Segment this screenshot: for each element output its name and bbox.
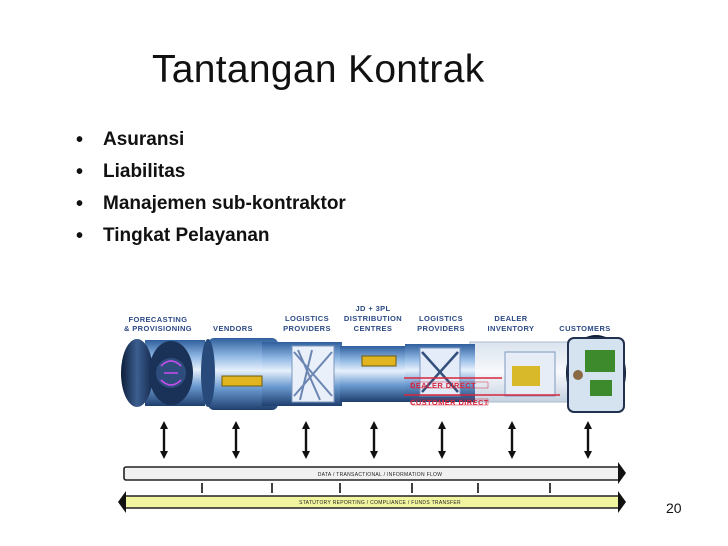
customer-direct-label: CUSTOMER DIRECT — [410, 398, 489, 407]
page-number: 20 — [666, 500, 682, 516]
stage-header-line: VENDORS — [213, 324, 253, 333]
arrow-up-icon — [302, 421, 310, 429]
arrow-down-icon — [584, 451, 592, 459]
pipeline — [121, 335, 626, 413]
arrow-up-icon — [232, 421, 240, 429]
flow-ticks — [201, 483, 551, 493]
stage-header-line: LOGISTICS — [285, 314, 329, 323]
arrow-down-icon — [370, 451, 378, 459]
data-flow-arrowhead — [618, 462, 626, 484]
distribution-pipe — [340, 346, 410, 402]
customer-person-icon — [573, 370, 583, 380]
statutory-arrowhead-right — [618, 491, 626, 513]
bullet-list: Asuransi Liabilitas Manajemen sub-kontra… — [76, 124, 346, 252]
statutory-label: STATUTORY REPORTING / COMPLIANCE / FUNDS… — [299, 500, 461, 506]
arrow-up-icon — [160, 421, 168, 429]
forecast-symbol-icon — [160, 360, 182, 386]
data-flow-label: DATA / TRANSACTIONAL / INFORMATION FLOW — [318, 472, 443, 478]
stage-header-line: PROVIDERS — [283, 324, 331, 333]
customer-mower-icon — [590, 380, 612, 396]
tractor-icon — [512, 366, 540, 386]
stage-header-line: LOGISTICS — [419, 314, 463, 323]
slide-title: Tantangan Kontrak — [152, 48, 485, 91]
bullet-item: Tingkat Pelayanan — [76, 220, 346, 252]
arrow-up-icon — [584, 421, 592, 429]
stage-header-line: & PROVISIONING — [124, 324, 192, 333]
pipe-end-left — [121, 339, 153, 407]
stage-header-line: FORECASTING — [129, 315, 188, 324]
statutory-arrowhead-left — [118, 491, 126, 513]
truck-icon — [221, 375, 263, 387]
bullet-item: Asuransi — [76, 124, 346, 156]
arrow-up-icon — [438, 421, 446, 429]
dealer-direct-label: DEALER DIRECT — [410, 381, 476, 390]
stage-header-line: DEALER — [494, 314, 527, 323]
vertical-arrows — [160, 421, 592, 459]
stage-header-line: CUSTOMERS — [559, 324, 610, 333]
arrow-down-icon — [302, 451, 310, 459]
arrow-up-icon — [508, 421, 516, 429]
arrow-down-icon — [508, 451, 516, 459]
stage-header-line: PROVIDERS — [417, 324, 465, 333]
customer-tractor-icon — [585, 350, 615, 372]
vendors-pipe — [208, 338, 278, 410]
arrow-down-icon — [232, 451, 240, 459]
stage-header-line: DISTRIBUTION — [344, 314, 402, 323]
truck-icon — [361, 355, 397, 367]
bullet-item: Manajemen sub-kontraktor — [76, 188, 346, 220]
arrow-down-icon — [160, 451, 168, 459]
stage-headers: FORECASTING & PROVISIONING VENDORS LOGIS… — [124, 304, 610, 333]
stage-header-line: INVENTORY — [488, 324, 535, 333]
stage-header-line: CENTRES — [354, 324, 393, 333]
bullet-item: Liabilitas — [76, 156, 346, 188]
arrow-up-icon — [370, 421, 378, 429]
stage-header-line: JD + 3PL — [355, 304, 390, 313]
arrow-down-icon — [438, 451, 446, 459]
